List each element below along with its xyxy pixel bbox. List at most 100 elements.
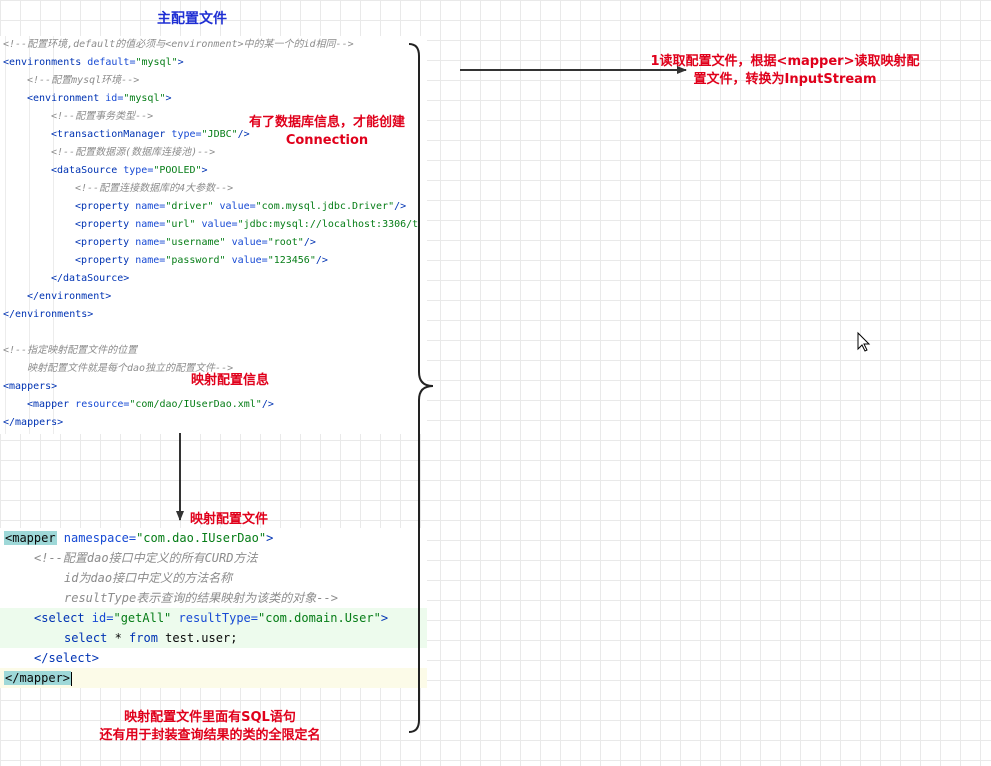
indent-guide (53, 36, 54, 434)
text-caret (71, 671, 73, 686)
code-line: 映射配置文件就是每个dao独立的配置文件--> (3, 360, 233, 378)
code-token: /> (394, 201, 407, 212)
read-config-note-line: 置文件，转换为InputStream (693, 72, 877, 87)
code-token: <!--配置dao接口中定义的所有CURD方法 (34, 551, 258, 565)
cursor-icon (857, 331, 871, 352)
code-token: <environment (27, 93, 106, 104)
code-line: <property name="username" value="root"/> (3, 234, 316, 252)
code-token: default= (87, 57, 136, 68)
code-token: <!--配置连接数据库的4大参数--> (75, 183, 234, 194)
code-line: </dataSource> (3, 270, 129, 288)
code-token: <property (75, 201, 136, 212)
code-token: /> (261, 399, 274, 410)
code-token: > (165, 93, 172, 104)
code-token: test.user; (157, 631, 238, 645)
code-token: <property (75, 219, 136, 230)
code-token: "com.domain.User" (258, 611, 381, 625)
code-line: <mappers> (3, 378, 57, 396)
code-token: select (64, 631, 108, 645)
code-token: <!--配置事务类型--> (51, 111, 154, 122)
connection-note: 有了数据库信息，才能创建 Connection (232, 114, 422, 150)
code-token: </environments> (3, 309, 94, 320)
code-line: <transactionManager type="JDBC"/> (3, 126, 250, 144)
code-token: "mysql" (135, 57, 178, 68)
code-line: </environment> (3, 288, 111, 306)
code-token: <property (75, 237, 136, 248)
code-token: </dataSource> (51, 273, 130, 284)
indent-guide (29, 36, 30, 434)
code-line: <property name="url" value="jdbc:mysql:/… (3, 216, 418, 234)
code-token: resultType= (178, 611, 258, 625)
code-line: <mapper namespace="com.dao.IUserDao"> (4, 528, 273, 548)
code-token: * (107, 631, 130, 645)
code-token: </mapper> (4, 671, 72, 685)
code-token: resultType表示查询的结果映射为该类的对象--> (64, 591, 338, 605)
code-token: from (129, 631, 158, 645)
code-line: <!--配置数据源(数据库连接池)--> (3, 144, 215, 162)
code-line: <!--配置dao接口中定义的所有CURD方法 (4, 548, 257, 568)
code-line: <!--配置连接数据库的4大参数--> (3, 180, 233, 198)
code-token: > (177, 57, 184, 68)
code-token: <!--指定映射配置文件的位置 (3, 345, 138, 356)
main-config-title: 主配置文件 (157, 11, 227, 27)
code-token: "com.mysql.jdbc.Driver" (255, 201, 395, 212)
line-highlight (0, 628, 427, 648)
code-token: name= (135, 219, 166, 230)
code-line: </select> (4, 648, 99, 668)
mapper-config-code: <mapper namespace="com.dao.IUserDao"> <!-… (0, 528, 427, 688)
code-token: <mappers> (3, 381, 58, 392)
code-token: name= (135, 237, 166, 248)
code-token: 映射配置文件就是每个dao独立的配置文件--> (27, 363, 234, 374)
code-token: id为dao接口中定义的方法名称 (64, 571, 233, 585)
code-token: "mysql" (123, 93, 166, 104)
sql-note-line: 还有用于封装查询结果的类的全限定名 (99, 728, 321, 743)
read-config-note: 1读取配置文件，根据<mapper>读取映射配 置文件，转换为InputStre… (615, 53, 955, 89)
code-line: </mappers> (3, 414, 63, 432)
code-line: </environments> (3, 306, 93, 324)
code-token: value= (219, 201, 256, 212)
code-line: <select id="getAll" resultType="com.doma… (4, 608, 388, 628)
code-token: <mapper (27, 399, 76, 410)
sql-note: 映射配置文件里面有SQL语句 还有用于封装查询结果的类的全限定名 (70, 709, 350, 745)
code-line: <environments default="mysql"> (3, 54, 184, 72)
code-line: <property name="driver" value="com.mysql… (3, 198, 406, 216)
code-token: <property (75, 255, 136, 266)
code-line: <!--配置mysql环境--> (3, 72, 139, 90)
code-line: <!--配置事务类型--> (3, 108, 153, 126)
mapping-info-note: 映射配置信息 (190, 373, 269, 388)
code-token: </mappers> (3, 417, 64, 428)
code-line: <dataSource type="POOLED"> (3, 162, 208, 180)
code-token: /> (303, 237, 316, 248)
code-token: <select (34, 611, 92, 625)
code-token: <mapper (4, 531, 57, 545)
code-line: <environment id="mysql"> (3, 90, 172, 108)
code-token: <transactionManager (51, 129, 172, 140)
code-token: "url" (165, 219, 202, 230)
code-token: value= (231, 255, 268, 266)
code-token: /> (237, 129, 250, 140)
code-token: "root" (267, 237, 304, 248)
code-token: id= (105, 93, 124, 104)
code-token: "getAll" (113, 611, 179, 625)
code-line: </mapper> (4, 668, 73, 688)
connection-note-line: 有了数据库信息，才能创建 (248, 115, 405, 130)
code-line: <!--指定映射配置文件的位置 (3, 342, 137, 360)
code-line: resultType表示查询的结果映射为该类的对象--> (4, 588, 338, 608)
sql-note-line: 映射配置文件里面有SQL语句 (124, 710, 296, 725)
code-token: value= (201, 219, 238, 230)
code-token: "password" (165, 255, 232, 266)
indent-guide (5, 36, 6, 434)
connection-note-line: Connection (285, 133, 369, 148)
code-token: <environments (3, 57, 88, 68)
code-token: "jdbc:mysql://localhost:3306/t (237, 219, 419, 230)
line-highlight (0, 668, 427, 688)
curly-brace (408, 43, 434, 733)
code-token: <!--配置mysql环境--> (27, 75, 140, 86)
code-token: type= (171, 129, 202, 140)
code-line: id为dao接口中定义的方法名称 (4, 568, 232, 588)
code-token: id= (91, 611, 114, 625)
line-highlight (0, 608, 427, 628)
code-token: name= (135, 201, 166, 212)
code-token: value= (231, 237, 268, 248)
code-line: <!--配置环境,default的值必须与<environment>中的某一个的… (3, 36, 354, 54)
